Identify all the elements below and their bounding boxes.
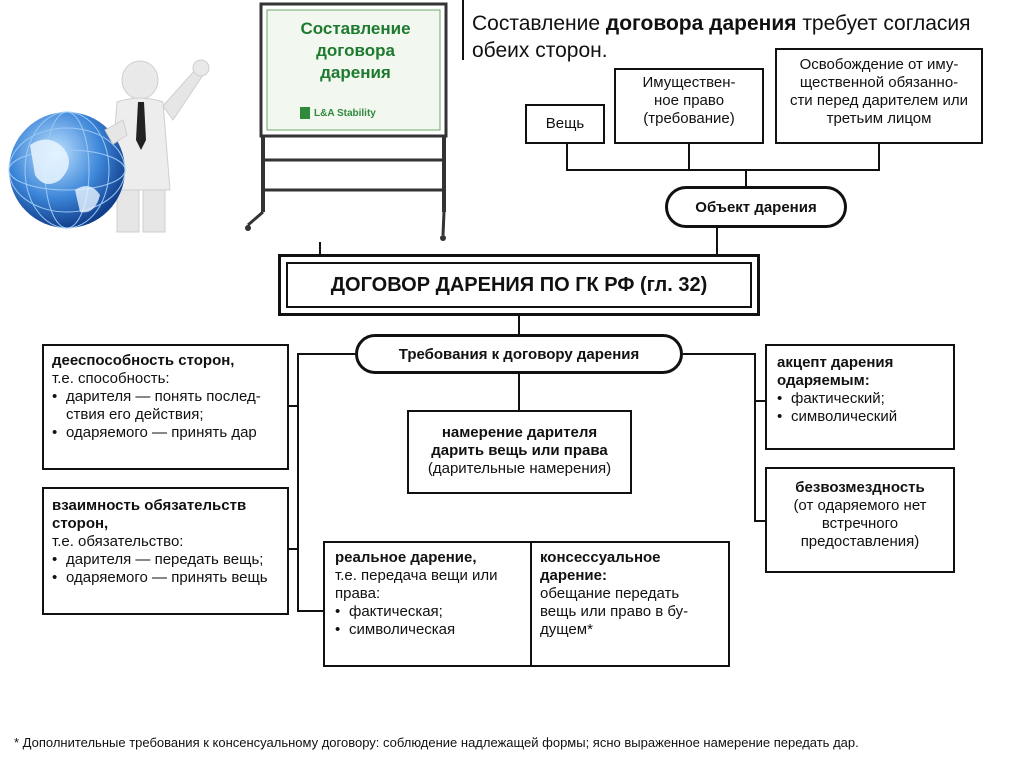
acceptance-title: одаряемым: [777, 372, 870, 389]
object-property-line: ное право [653, 92, 725, 109]
header-divider [462, 0, 464, 60]
intent-line: намерение дарителя [441, 424, 598, 441]
main-title: ДОГОВОР ДАРЕНИЯ ПО ГК РФ (гл. 32) [330, 273, 708, 296]
flipchart [243, 0, 458, 245]
gratuitous-line: предоставления) [800, 533, 920, 550]
consensual-title: консессуальное [540, 549, 661, 566]
mutual-box: взаимность обязательств сторон, т.е. обя… [42, 487, 289, 615]
logo-text: L&A Stability [314, 107, 376, 119]
capacity-item1-line: дарителя — понять послед- [66, 388, 261, 405]
list-item: фактическая; [335, 603, 520, 621]
list-item: фактический; [777, 390, 943, 408]
connector [878, 144, 880, 170]
capacity-item2: одаряемого — принять дар [66, 424, 257, 441]
connector [566, 144, 568, 170]
acceptance-title: акцепт дарения [777, 354, 894, 371]
connector [297, 353, 355, 355]
object-of-gift-pill: Объект дарения [665, 186, 847, 228]
list-item: одаряемого — принять дар [52, 424, 279, 442]
object-release-line: сти перед дарителем или [789, 92, 969, 109]
object-of-gift-label: Объект дарения [695, 198, 817, 216]
real-item2: символическая [349, 621, 456, 638]
consensual-gift-box: консессуальное дарение: обещание передат… [530, 541, 730, 667]
header-part1: Составление [472, 12, 606, 35]
capacity-item1-line: ствия его действия; [66, 406, 204, 423]
mutual-item2: одаряемого — принять вещь [66, 569, 268, 586]
board-line: дарения [320, 63, 391, 82]
consensual-line: обещание передать [540, 585, 680, 602]
object-property-line: Имуществен- [642, 74, 736, 91]
main-title-box: ДОГОВОР ДАРЕНИЯ ПО ГК РФ (гл. 32) [278, 254, 760, 316]
acceptance-item2: символический [791, 408, 898, 425]
consensual-line: вещь или право в бу- [540, 603, 689, 620]
connector [287, 548, 299, 550]
object-property-right-box: Имуществен- ное право (требование) [614, 68, 764, 144]
acceptance-box: акцепт дарения одаряемым: фактический; с… [765, 344, 955, 450]
header-bold: договора дарения [605, 12, 797, 35]
capacity-box: дееспособность сторон, т.е. способность:… [42, 344, 289, 470]
connector [754, 353, 756, 521]
connector [518, 374, 520, 410]
mutual-sub: т.е. обязательство: [52, 533, 184, 550]
footnote: * Дополнительные требования к консенсуал… [14, 735, 859, 750]
requirements-pill: Требования к договору дарения [355, 334, 683, 374]
connector [683, 353, 755, 355]
illustration [5, 40, 235, 240]
list-item: одаряемого — принять вещь [52, 569, 279, 587]
object-thing-box: Вещь [525, 104, 605, 144]
object-release-line: третьим лицом [826, 110, 932, 127]
capacity-title: дееспособность сторон, [52, 352, 235, 369]
consensual-title: дарение: [540, 567, 607, 584]
list-item: дарителя — передать вещь; [52, 551, 279, 569]
connector [716, 228, 718, 254]
real-item1: фактическая; [349, 603, 443, 620]
acceptance-item1: фактический; [791, 390, 885, 407]
mutual-title: сторон, [52, 515, 109, 532]
board-line: Составление [300, 19, 411, 38]
intent-box: намерение дарителя дарить вещь или права… [407, 410, 632, 494]
connector [297, 353, 299, 611]
connector [745, 169, 747, 187]
list-item: символическая [335, 621, 520, 639]
real-title: реальное дарение, [335, 549, 477, 566]
consensual-line: дущем* [540, 621, 593, 638]
header-text: Составление договора дарения требует сог… [472, 10, 992, 64]
board-title: Составление договора дарения [268, 18, 443, 84]
board-logo: L&A Stability [300, 104, 420, 122]
mutual-item1: дарителя — передать вещь; [66, 551, 264, 568]
globe-icon [8, 111, 126, 229]
connector [297, 610, 323, 612]
real-sub: права: [335, 585, 381, 602]
intent-line: (дарительные намерения) [427, 460, 612, 477]
header-part2: требует согласия обеих сторон. [472, 12, 971, 62]
real-sub: т.е. передача вещи или [335, 567, 498, 584]
connector [688, 144, 690, 170]
connector [754, 520, 766, 522]
capacity-sub: т.е. способность: [52, 370, 170, 387]
object-release-box: Освобождение от иму- щественной обязанно… [775, 48, 983, 144]
mutual-title: взаимность обязательств [52, 497, 247, 514]
list-item: символический [777, 408, 943, 426]
connector [518, 316, 520, 336]
connector [754, 400, 766, 402]
intent-line: дарить вещь или права [431, 442, 608, 459]
object-thing-label: Вещь [545, 115, 585, 132]
list-item: дарителя — понять послед- ствия его дейс… [52, 388, 279, 424]
connector [287, 405, 299, 407]
logo-icon [300, 107, 310, 119]
gratuitous-title: безвозмездность [795, 479, 925, 496]
connector [319, 242, 321, 254]
real-gift-box: реальное дарение, т.е. передача вещи или… [323, 541, 532, 667]
gratuitous-box: безвозмездность (от одаряемого нет встре… [765, 467, 955, 573]
board-line: договора [316, 41, 395, 60]
object-release-line: Освобождение от иму- [799, 56, 959, 73]
connector [566, 169, 880, 171]
object-property-line: (требование) [643, 110, 735, 127]
object-release-line: щественной обязанно- [799, 74, 959, 91]
gratuitous-line: встречного [821, 515, 899, 532]
requirements-label: Требования к договору дарения [398, 345, 640, 363]
gratuitous-line: (от одаряемого нет [793, 497, 927, 514]
